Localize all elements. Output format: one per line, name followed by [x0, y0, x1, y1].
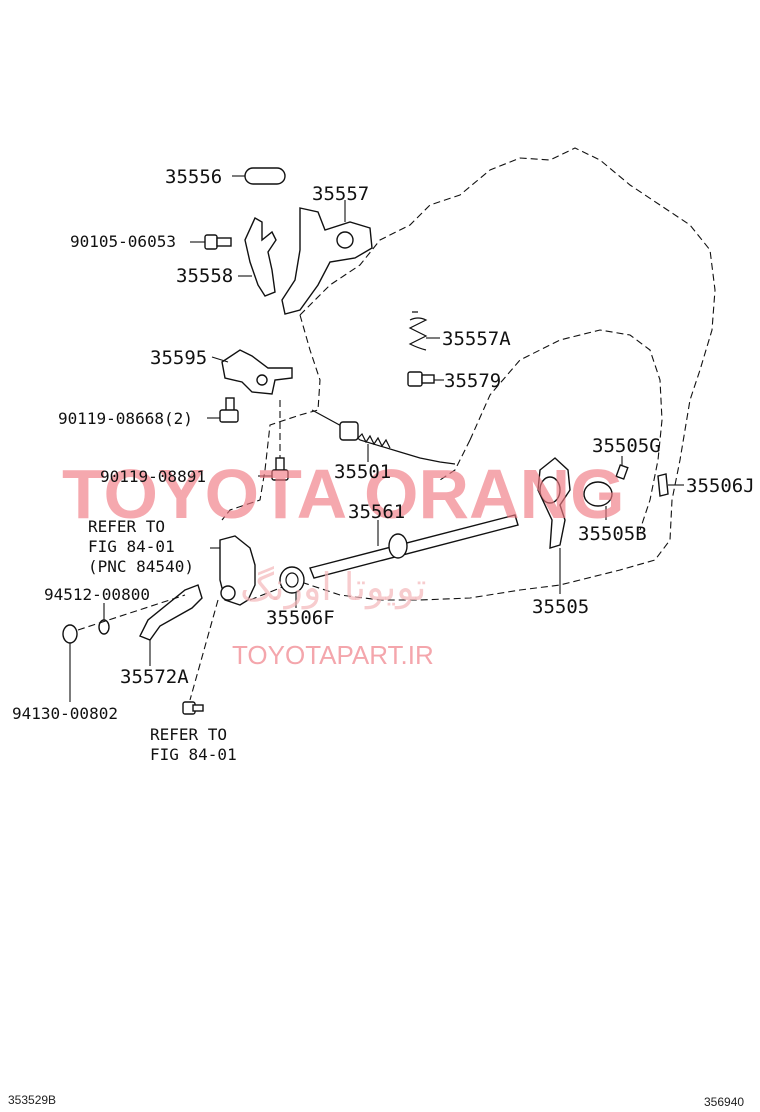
label-94512-00800: 94512-00800 — [44, 585, 150, 604]
ref1-line1: REFER TO — [88, 517, 165, 536]
part-35506J-clip — [657, 473, 684, 497]
footer-left-code: 353529B — [8, 1093, 56, 1107]
label-94130-00802: 94130-00802 — [12, 704, 118, 723]
label-90119-08668: 90119-08668(2) — [58, 409, 193, 428]
part-35505B-bushing — [583, 481, 613, 520]
guide-line-bolt-lower — [189, 599, 219, 701]
part-35505G-pin — [615, 456, 629, 480]
label-35505B: 35505B — [578, 523, 647, 545]
label-35505: 35505 — [532, 596, 589, 618]
label-35506F: 35506F — [266, 607, 335, 629]
part-94130-00802-collar — [62, 624, 78, 702]
label-90105-06053: 90105-06053 — [70, 232, 176, 251]
part-selector-assembly — [210, 535, 256, 606]
part-35561-shaft — [309, 514, 519, 579]
ref1-line3: (PNC 84540) — [88, 557, 194, 576]
label-35558: 35558 — [176, 265, 233, 287]
part-35505-lever — [537, 457, 571, 594]
part-35557A-spring — [408, 311, 440, 351]
part-35506F-seal — [279, 566, 305, 608]
part-lower-bolt — [182, 701, 204, 715]
ref2-line2: FIG 84-01 — [150, 745, 237, 764]
part-35595-bracket — [211, 349, 293, 395]
watermark-url: TOYOTAPART.IR — [232, 640, 434, 670]
part-35557-lever — [281, 200, 373, 315]
part-35579-bolt — [407, 371, 444, 387]
label-35506J: 35506J — [686, 475, 755, 497]
label-35595: 35595 — [150, 347, 207, 369]
transmission-housing-outline — [221, 147, 716, 601]
label-35501: 35501 — [334, 461, 391, 483]
watermark-arabic: تویوتا اورنگ — [240, 565, 427, 610]
part-35558-plate — [238, 217, 277, 297]
watermark-brand: TOYOTA ORANG — [62, 455, 625, 533]
part-35501-cable — [311, 409, 456, 465]
label-35556: 35556 — [165, 166, 222, 188]
label-90119-08891: 90119-08891 — [100, 467, 206, 486]
guide-line-lever — [77, 594, 186, 631]
footer-right-code: 356940 — [704, 1095, 744, 1109]
label-35561: 35561 — [348, 501, 405, 523]
label-35579: 35579 — [444, 370, 501, 392]
part-90105-06053-bolt — [190, 234, 232, 250]
part-94512-00800-washer — [98, 603, 110, 635]
label-35505G: 35505G — [592, 435, 661, 457]
part-90119-08891-bolt — [258, 457, 289, 481]
ref1-line2: FIG 84-01 — [88, 537, 175, 556]
part-35556-pin — [232, 167, 286, 185]
label-35557: 35557 — [312, 183, 369, 205]
part-90119-08668-bolt — [207, 397, 239, 423]
ref2-line1: REFER TO — [150, 725, 227, 744]
label-35557A: 35557A — [442, 328, 511, 350]
label-35572A: 35572A — [120, 666, 189, 688]
part-35572A-lever — [139, 584, 203, 666]
